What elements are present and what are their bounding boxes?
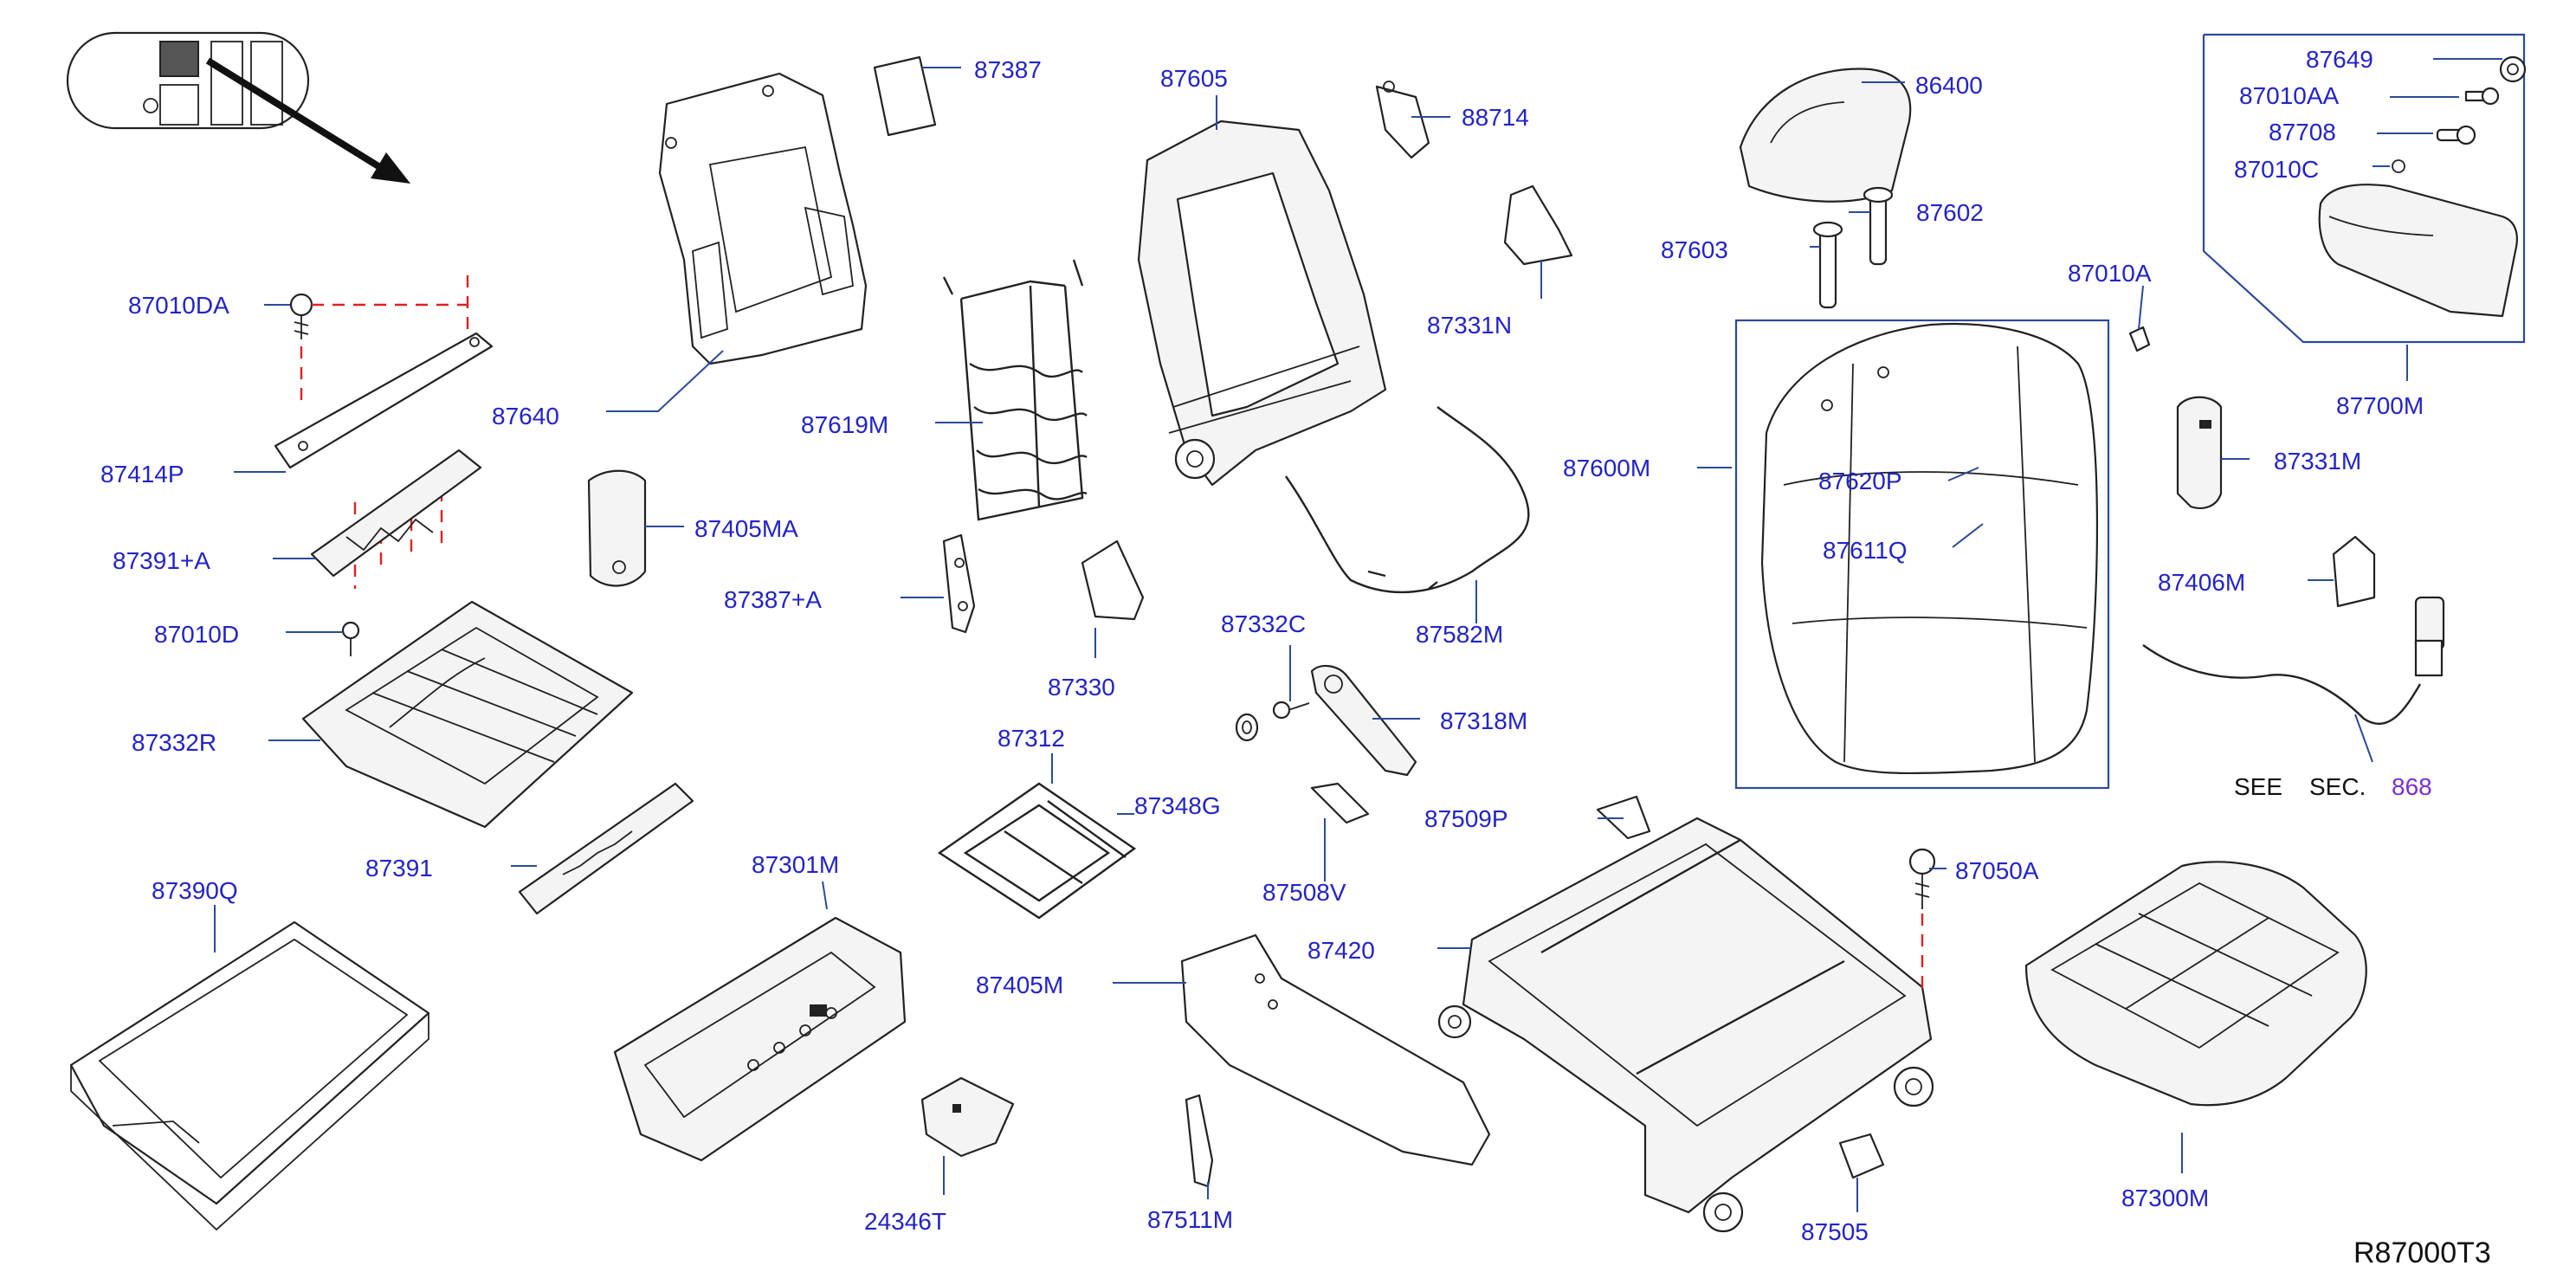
- part-label[interactable]: 87505: [1801, 1218, 1869, 1245]
- part-label[interactable]: 87708: [2269, 119, 2336, 145]
- part-label[interactable]: 87010AA: [2239, 82, 2340, 109]
- rail-87391[interactable]: [518, 782, 694, 915]
- part-label[interactable]: 87348G: [1134, 792, 1221, 819]
- screw-87010DA[interactable]: [289, 293, 313, 339]
- part-label[interactable]: 87406M: [2158, 569, 2245, 596]
- part-label[interactable]: 87332C: [1221, 610, 1306, 637]
- bracket-87505[interactable]: [1838, 1133, 1885, 1179]
- seat-back-spring-mat-87619M[interactable]: [942, 259, 1088, 521]
- cover-87331N[interactable]: [1503, 184, 1573, 266]
- part-label[interactable]: 24346T: [864, 1208, 946, 1235]
- part-label[interactable]: 87508V: [1262, 879, 1346, 906]
- seat-cushion-87300M[interactable]: [2024, 861, 2367, 1107]
- rail-87414P[interactable]: [274, 332, 494, 469]
- bracket-88714[interactable]: [1375, 81, 1430, 159]
- side-cover-87331M[interactable]: [2176, 396, 2223, 509]
- vehicle-locator-icon: [66, 31, 410, 184]
- part-label[interactable]: 87700M: [2336, 392, 2424, 419]
- part-label[interactable]: 87010D: [154, 621, 239, 648]
- part-label[interactable]: 87332R: [132, 729, 216, 756]
- diagram-code: R87000T3: [2353, 1237, 2491, 1269]
- section-reference-link[interactable]: 868: [2392, 773, 2432, 800]
- armrest-box: [2202, 33, 2526, 344]
- part-label[interactable]: 87582M: [1416, 621, 1503, 648]
- seat-cushion-pan-87390Q[interactable]: [69, 920, 430, 1231]
- headrest-guide-87603[interactable]: [1812, 221, 1843, 309]
- part-label[interactable]: 86400: [1915, 72, 1983, 99]
- seat-spring-87312[interactable]: [937, 782, 1137, 920]
- sec-text: SEC.: [2309, 773, 2366, 800]
- seat-back-side-cover-87405MA[interactable]: [587, 469, 647, 587]
- cover-87330[interactable]: [1081, 539, 1145, 621]
- part-label[interactable]: 87605: [1160, 65, 1228, 92]
- part-label[interactable]: 87331N: [1427, 312, 1512, 339]
- bracket-87511M[interactable]: [1185, 1094, 1214, 1188]
- leader-lines: [214, 58, 2502, 1212]
- part-label[interactable]: 87603: [1661, 236, 1728, 263]
- armrest-cap-87649[interactable]: [2499, 55, 2527, 83]
- part-label[interactable]: 87420: [1307, 937, 1375, 964]
- seat-belt-buckle-harness[interactable]: [2142, 596, 2445, 726]
- seat-back-trim-box: [1734, 319, 2110, 790]
- bolt-87050A[interactable]: [1908, 848, 1936, 996]
- headrest-guide-87602[interactable]: [1863, 186, 1894, 266]
- bracket-87387A[interactable]: [942, 533, 976, 634]
- armrest-pin-87708[interactable]: [2436, 125, 2476, 145]
- bracket-24346T[interactable]: [920, 1076, 1015, 1158]
- screw-87332C[interactable]: [1272, 701, 1310, 720]
- part-label[interactable]: 87330: [1048, 674, 1115, 701]
- seat-pan-87332R[interactable]: [301, 600, 634, 829]
- part-label[interactable]: 87414P: [100, 461, 184, 488]
- part-label[interactable]: 87649: [2306, 46, 2373, 73]
- part-label[interactable]: 87010C: [2234, 156, 2319, 183]
- part-label[interactable]: 87050A: [1955, 857, 2039, 884]
- part-label[interactable]: 87620P: [1818, 468, 1902, 494]
- armrest-ring-87010C[interactable]: [2392, 159, 2405, 173]
- part-label[interactable]: 87391+A: [113, 547, 210, 574]
- part-label[interactable]: 87600M: [1563, 455, 1650, 481]
- part-label[interactable]: 87405M: [976, 972, 1063, 998]
- seat-back-trim-87600M[interactable]: [1760, 322, 2099, 775]
- part-label[interactable]: 87010A: [2068, 260, 2152, 287]
- part-label[interactable]: 87312: [997, 725, 1065, 752]
- armrest-87700M[interactable]: [2318, 184, 2518, 318]
- seat-back-panel-87640[interactable]: [658, 72, 868, 365]
- part-label[interactable]: 87318M: [1440, 707, 1527, 734]
- knob-87508V[interactable]: [1310, 782, 1370, 824]
- part-labels: 87387 87605 88714 86400 87649 87010AA 87…: [100, 46, 2424, 1245]
- armrest-bolt-87010AA[interactable]: [2464, 87, 2500, 106]
- bracket-87406M[interactable]: [2332, 535, 2376, 608]
- see-text: SEE: [2234, 773, 2282, 800]
- section-reference: SEE SEC. 868: [2234, 773, 2432, 800]
- part-label[interactable]: 87390Q: [152, 877, 238, 904]
- label-pad-87387[interactable]: [873, 55, 937, 137]
- washer-87332C[interactable]: [1235, 713, 1259, 742]
- part-label[interactable]: 87300M: [2121, 1185, 2209, 1211]
- part-label[interactable]: 87602: [1916, 199, 1984, 226]
- part-label[interactable]: 88714: [1462, 104, 1529, 131]
- part-label[interactable]: 87387: [974, 56, 1042, 83]
- part-label[interactable]: 87619M: [801, 411, 888, 438]
- wire-harness-87582M[interactable]: [1285, 406, 1530, 594]
- part-label[interactable]: 87331M: [2274, 448, 2361, 475]
- seat-back-frame-87605[interactable]: [1137, 119, 1387, 487]
- screw-87010D[interactable]: [341, 621, 360, 656]
- rail-87391A[interactable]: [310, 449, 482, 578]
- seat-slide-frame-87420[interactable]: [1437, 817, 1934, 1233]
- clip-87010A[interactable]: [2128, 326, 2151, 352]
- part-label[interactable]: 87405MA: [694, 515, 798, 542]
- part-label[interactable]: 87010DA: [128, 292, 229, 319]
- part-label[interactable]: 87509P: [1424, 805, 1508, 832]
- seat-base-tub-87301M[interactable]: [613, 916, 907, 1162]
- side-shield-87405M[interactable]: [1180, 933, 1491, 1166]
- part-label[interactable]: 87301M: [752, 851, 839, 878]
- part-label[interactable]: 87640: [492, 403, 559, 429]
- part-label[interactable]: 87387+A: [724, 586, 822, 613]
- headrest-86400[interactable]: [1739, 68, 1912, 203]
- part-label[interactable]: 87611Q: [1823, 537, 1908, 564]
- part-label[interactable]: 87391: [365, 855, 433, 881]
- recliner-lever-87318M[interactable]: [1310, 664, 1417, 777]
- part-label[interactable]: 87511M: [1147, 1206, 1233, 1233]
